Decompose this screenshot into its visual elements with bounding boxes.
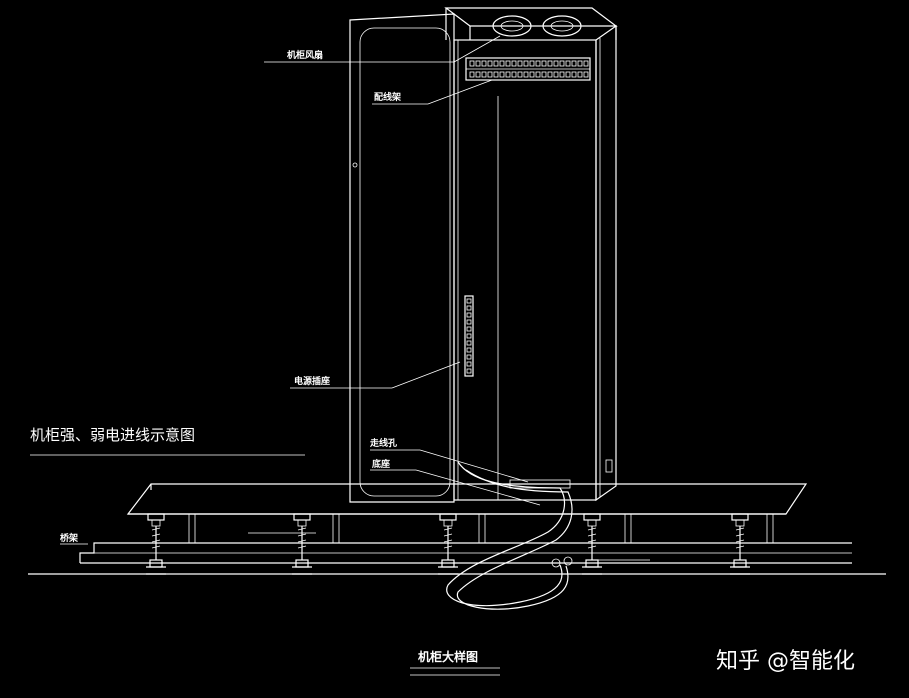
label-power-strip: 电源插座 — [294, 375, 330, 387]
patch-port — [523, 71, 529, 78]
side-lock-icon — [605, 459, 613, 473]
patch-port — [469, 71, 475, 78]
patch-port — [475, 60, 481, 67]
patch-port — [505, 71, 511, 78]
diagram-caption: 机柜大样图 — [418, 649, 478, 664]
floor-pedestal — [292, 513, 312, 575]
power-outlet-icon — [466, 340, 472, 346]
patch-port — [577, 71, 583, 78]
cable-hole — [509, 479, 571, 489]
patch-port — [571, 60, 577, 67]
door-inner-panel — [359, 27, 451, 497]
watermark: 知乎 @智能化 — [716, 649, 855, 674]
cable-2 — [456, 469, 573, 610]
power-outlet-icon — [466, 312, 472, 318]
patch-port — [577, 60, 583, 67]
patch-port — [499, 71, 505, 78]
leader-lines — [60, 35, 541, 545]
floor-post — [478, 513, 486, 544]
label-bracket: 桥架 — [60, 532, 78, 544]
floor-pedestal — [730, 513, 750, 575]
patch-port — [511, 60, 517, 67]
patch-port — [517, 60, 523, 67]
patch-port — [559, 71, 565, 78]
patch-port — [535, 60, 541, 67]
patch-port — [541, 71, 547, 78]
patch-port — [487, 71, 493, 78]
floor-post — [332, 513, 340, 544]
patch-port — [583, 71, 589, 78]
floor-slab — [126, 483, 808, 515]
floor-post — [624, 513, 632, 544]
cables — [446, 461, 573, 610]
floor-pedestal — [582, 513, 602, 575]
patch-port — [505, 60, 511, 67]
cable-plug-icon — [551, 558, 561, 568]
label-fan: 机柜风扇 — [287, 49, 323, 61]
patch-port — [553, 60, 559, 67]
label-base: 底座 — [372, 458, 390, 470]
cabinet-side — [595, 24, 617, 502]
power-outlet-icon — [466, 298, 472, 304]
patch-port — [529, 60, 535, 67]
patch-port — [547, 71, 553, 78]
cabinet — [349, 7, 618, 503]
fan-right-icon — [542, 15, 582, 37]
patch-port — [565, 71, 571, 78]
power-outlet-icon — [466, 319, 472, 325]
door-handle-icon — [352, 162, 358, 168]
cabinet-door — [349, 13, 455, 503]
power-outlet-icon — [466, 333, 472, 339]
patch-port — [475, 71, 481, 78]
power-strip — [464, 295, 474, 377]
power-outlet-icon — [466, 368, 472, 374]
patch-port — [511, 71, 517, 78]
patch-port — [541, 60, 547, 67]
label-patch-panel: 配线架 — [374, 91, 401, 103]
power-outlet-icon — [466, 305, 472, 311]
patch-port — [493, 71, 499, 78]
floor-post — [766, 513, 774, 544]
patch-port — [583, 60, 589, 67]
power-outlet-icon — [466, 361, 472, 367]
cable-1 — [446, 461, 566, 607]
cable-plug-icon — [563, 556, 573, 566]
patch-port — [469, 60, 475, 67]
patch-port — [517, 71, 523, 78]
floor-pedestal — [438, 513, 458, 575]
patch-port — [499, 60, 505, 67]
power-outlet-icon — [466, 354, 472, 360]
patch-port — [559, 60, 565, 67]
raised-floor — [28, 483, 886, 575]
floor-post — [188, 513, 196, 544]
patch-port — [565, 60, 571, 67]
patch-port — [481, 60, 487, 67]
side-title: 机柜强、弱电进线示意图 — [30, 426, 195, 444]
floor-pedestal — [146, 513, 166, 575]
patch-port — [523, 60, 529, 67]
label-cable-hole: 走线孔 — [369, 437, 397, 449]
patch-port — [487, 60, 493, 67]
power-outlet-icon — [466, 326, 472, 332]
patch-port — [493, 60, 499, 67]
cabinet-front-frame — [453, 39, 597, 501]
patch-port — [547, 60, 553, 67]
patch-port — [535, 71, 541, 78]
patch-port — [529, 71, 535, 78]
power-outlet-icon — [466, 347, 472, 353]
patch-port — [481, 71, 487, 78]
patch-port — [553, 71, 559, 78]
fan-left-icon — [492, 15, 532, 37]
patch-panel — [465, 57, 591, 81]
patch-port — [571, 71, 577, 78]
